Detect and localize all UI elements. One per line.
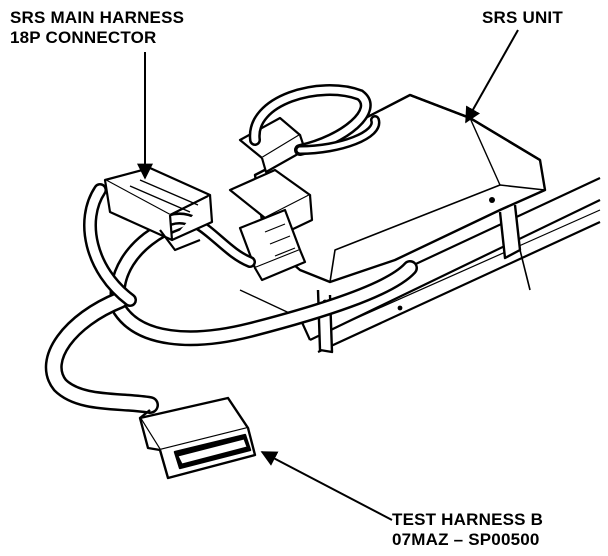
top-wire-loop [248, 84, 381, 156]
arrow-srs-unit [465, 29, 519, 124]
test-harness-label-line2: 07MAZ – SP00500 [392, 530, 540, 549]
main-harness-label-line1: SRS MAIN HARNESS [10, 8, 185, 27]
test-harness-cable [44, 183, 418, 414]
test-harness-label-line1: TEST HARNESS B [392, 510, 544, 529]
arrow-test-harness [260, 451, 393, 521]
main-harness-18p-connector [103, 166, 214, 252]
mounting-rail [239, 177, 601, 353]
main-harness-label: SRS MAIN HARNESS 18P CONNECTOR [10, 8, 184, 48]
main-harness-label-line2: 18P CONNECTOR [10, 28, 157, 47]
srs-unit-connectors [228, 116, 314, 282]
leader-arrows [137, 29, 519, 521]
srs-unit-label: SRS UNIT [482, 8, 563, 28]
test-harness-label: TEST HARNESS B 07MAZ – SP00500 [392, 510, 543, 550]
test-harness-b-connector [138, 396, 257, 480]
srs-unit-label-text: SRS UNIT [482, 8, 563, 27]
